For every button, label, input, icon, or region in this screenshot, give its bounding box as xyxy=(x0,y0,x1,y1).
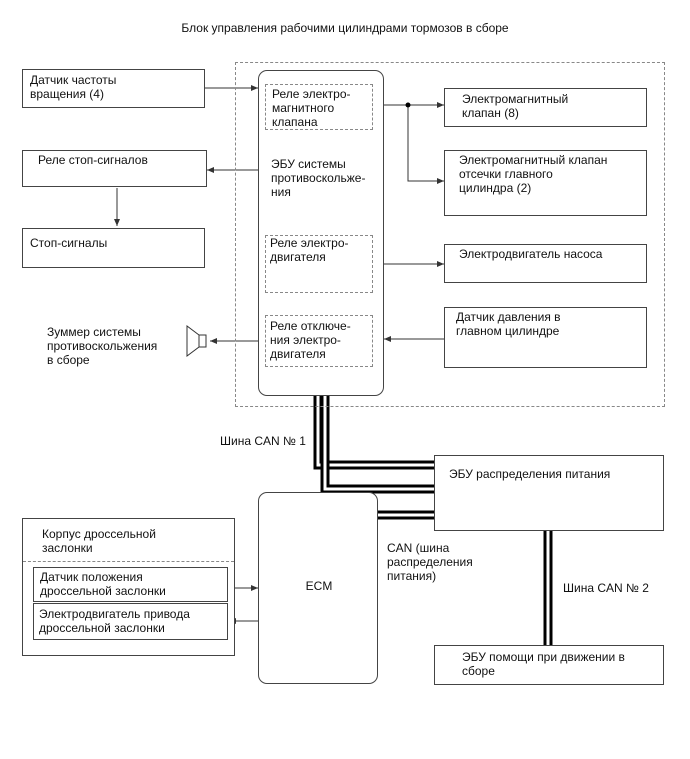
throttle-body-divider xyxy=(23,561,234,562)
motor-relay-label: Реле электро- двигателя xyxy=(270,236,349,264)
abs-ecu-block: Реле электро- магнитного клапана ЭБУ сис… xyxy=(258,70,384,396)
solenoid-valve-box: Электромагнитный клапан (8) xyxy=(444,88,647,127)
diagram-title: Блок управления рабочими цилиндрами торм… xyxy=(181,21,509,35)
throttle-body-box: Корпус дроссельной заслонки Датчик полож… xyxy=(22,518,235,656)
can-bus-1 xyxy=(313,395,434,494)
pressure-sensor-label: Датчик давления в главном цилиндре xyxy=(456,310,561,338)
speed-sensor-box: Датчик частоты вращения (4) xyxy=(22,69,205,108)
power-distribution-ecu-box: ЭБУ распределения питания xyxy=(434,455,664,531)
stop-relay-label: Реле стоп-сигналов xyxy=(38,153,148,167)
arrow-cutoff-valve xyxy=(407,105,444,184)
motor-cutoff-relay-label: Реле отключе- ния электро- двигателя xyxy=(270,319,351,361)
motor-relay-box: Реле электро- двигателя xyxy=(265,235,373,293)
throttle-position-sensor-label: Датчик положения дроссельной заслонки xyxy=(40,570,166,598)
abs-ecu-label: ЭБУ системы противоскольже- ния xyxy=(271,157,366,199)
stop-lamps-label: Стоп-сигналы xyxy=(30,236,108,250)
motor-cutoff-relay-box: Реле отключе- ния электро- двигателя xyxy=(265,315,373,367)
ecm-block: ECM xyxy=(258,492,378,684)
solenoid-valve-label: Электромагнитный клапан (8) xyxy=(462,92,569,120)
speaker-icon xyxy=(186,325,207,357)
ecm-label: ECM xyxy=(305,579,333,593)
can-power-bus-label: CAN (шина распределения питания) xyxy=(387,541,473,583)
buzzer-label: Зуммер системы противоскольжения в сборе xyxy=(47,325,158,367)
solenoid-relay-label: Реле электро- магнитного клапана xyxy=(272,87,351,129)
throttle-motor-label: Электродвигатель привода дроссельной зас… xyxy=(39,607,190,635)
power-distribution-ecu-label: ЭБУ распределения питания xyxy=(449,467,611,481)
driving-assist-ecu-label: ЭБУ помощи при движении в сборе xyxy=(462,650,625,678)
pump-motor-box: Электродвигатель насоса xyxy=(444,244,647,283)
throttle-body-label: Корпус дроссельной заслонки xyxy=(42,527,156,555)
stop-relay-box: Реле стоп-сигналов xyxy=(22,150,207,187)
can-bus-1-label: Шина CAN № 1 xyxy=(220,434,306,448)
master-cutoff-valve-box: Электромагнитный клапан отсечки главного… xyxy=(444,150,647,216)
brake-actuator-assembly-boundary xyxy=(235,62,665,407)
stop-lamps-box: Стоп-сигналы xyxy=(22,228,205,268)
pump-motor-label: Электродвигатель насоса xyxy=(459,247,603,261)
throttle-position-sensor-box: Датчик положения дроссельной заслонки xyxy=(33,567,228,602)
solenoid-relay-box: Реле электро- магнитного клапана xyxy=(265,84,373,130)
driving-assist-ecu-box: ЭБУ помощи при движении в сборе xyxy=(434,645,664,685)
speed-sensor-label: Датчик частоты вращения (4) xyxy=(30,73,117,101)
throttle-motor-box: Электродвигатель привода дроссельной зас… xyxy=(33,603,228,640)
can-bus-2-label: Шина CAN № 2 xyxy=(563,581,649,595)
master-cutoff-valve-label: Электромагнитный клапан отсечки главного… xyxy=(459,153,608,195)
pressure-sensor-box: Датчик давления в главном цилиндре xyxy=(444,307,647,368)
junction-dot xyxy=(405,102,411,108)
